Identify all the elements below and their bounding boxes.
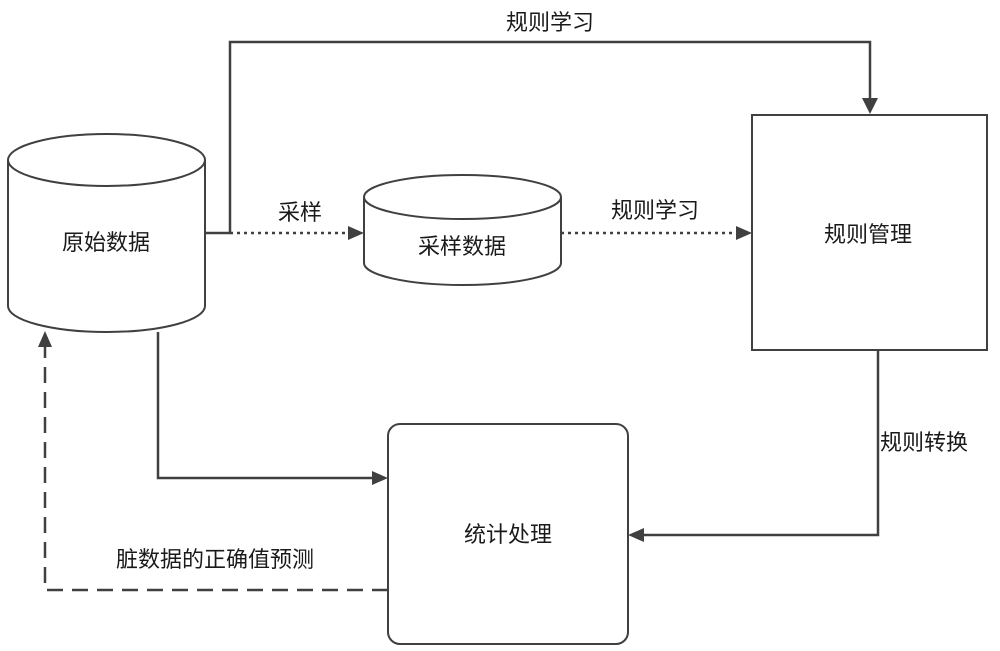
edge-sample-to-rules-label: 规则学习 bbox=[611, 199, 699, 224]
edge-rules-to-stats-label: 规则转换 bbox=[880, 431, 968, 456]
edge-raw-to-rules bbox=[205, 40, 878, 235]
node-rule-management: 规则管理 bbox=[751, 114, 988, 351]
edge-stats-to-raw-label: 脏数据的正确值预测 bbox=[116, 548, 314, 573]
node-statistical-processing-label: 统计处理 bbox=[464, 523, 552, 548]
edge-rules-to-stats bbox=[628, 350, 880, 542]
node-raw-data: 原始数据 bbox=[7, 133, 206, 333]
node-sample-data-label: 采样数据 bbox=[418, 235, 506, 260]
edge-stats-to-raw bbox=[38, 331, 388, 592]
node-raw-data-label: 原始数据 bbox=[62, 231, 150, 256]
node-statistical-processing: 统计处理 bbox=[387, 423, 629, 645]
edge-raw-to-sample-label: 采样 bbox=[278, 201, 322, 226]
edge-sample-to-rules bbox=[561, 226, 752, 240]
edge-raw-to-sample bbox=[230, 226, 364, 240]
edge-raw-to-rules-label: 规则学习 bbox=[506, 11, 594, 36]
node-rule-management-label: 规则管理 bbox=[824, 223, 912, 248]
edge-raw-to-stats bbox=[156, 332, 388, 485]
node-sample-data: 采样数据 bbox=[363, 174, 562, 286]
